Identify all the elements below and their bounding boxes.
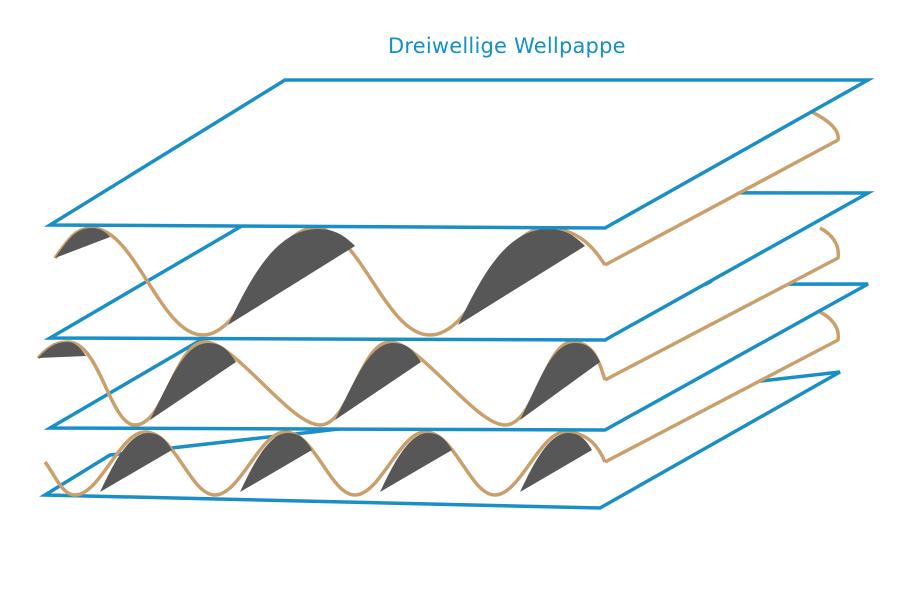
flute-shadow bbox=[240, 433, 312, 492]
flute-shadow bbox=[228, 229, 355, 325]
flute-shadow bbox=[55, 228, 110, 258]
flute-shadow bbox=[520, 433, 592, 492]
liner-top bbox=[43, 78, 875, 230]
flute-shadow bbox=[380, 433, 452, 492]
flute-layer-2 bbox=[36, 226, 841, 427]
flute-shadow bbox=[520, 343, 600, 420]
flute-shadow bbox=[458, 229, 585, 325]
flute-shadow bbox=[100, 433, 172, 492]
flute-shadow bbox=[38, 342, 86, 358]
flute-shadow bbox=[335, 343, 421, 420]
flute-layer-1 bbox=[53, 110, 840, 337]
flute-shadow bbox=[150, 343, 236, 420]
flute-layer-3 bbox=[43, 310, 841, 497]
diagram-title: Dreiwellige Wellpappe bbox=[388, 34, 626, 58]
